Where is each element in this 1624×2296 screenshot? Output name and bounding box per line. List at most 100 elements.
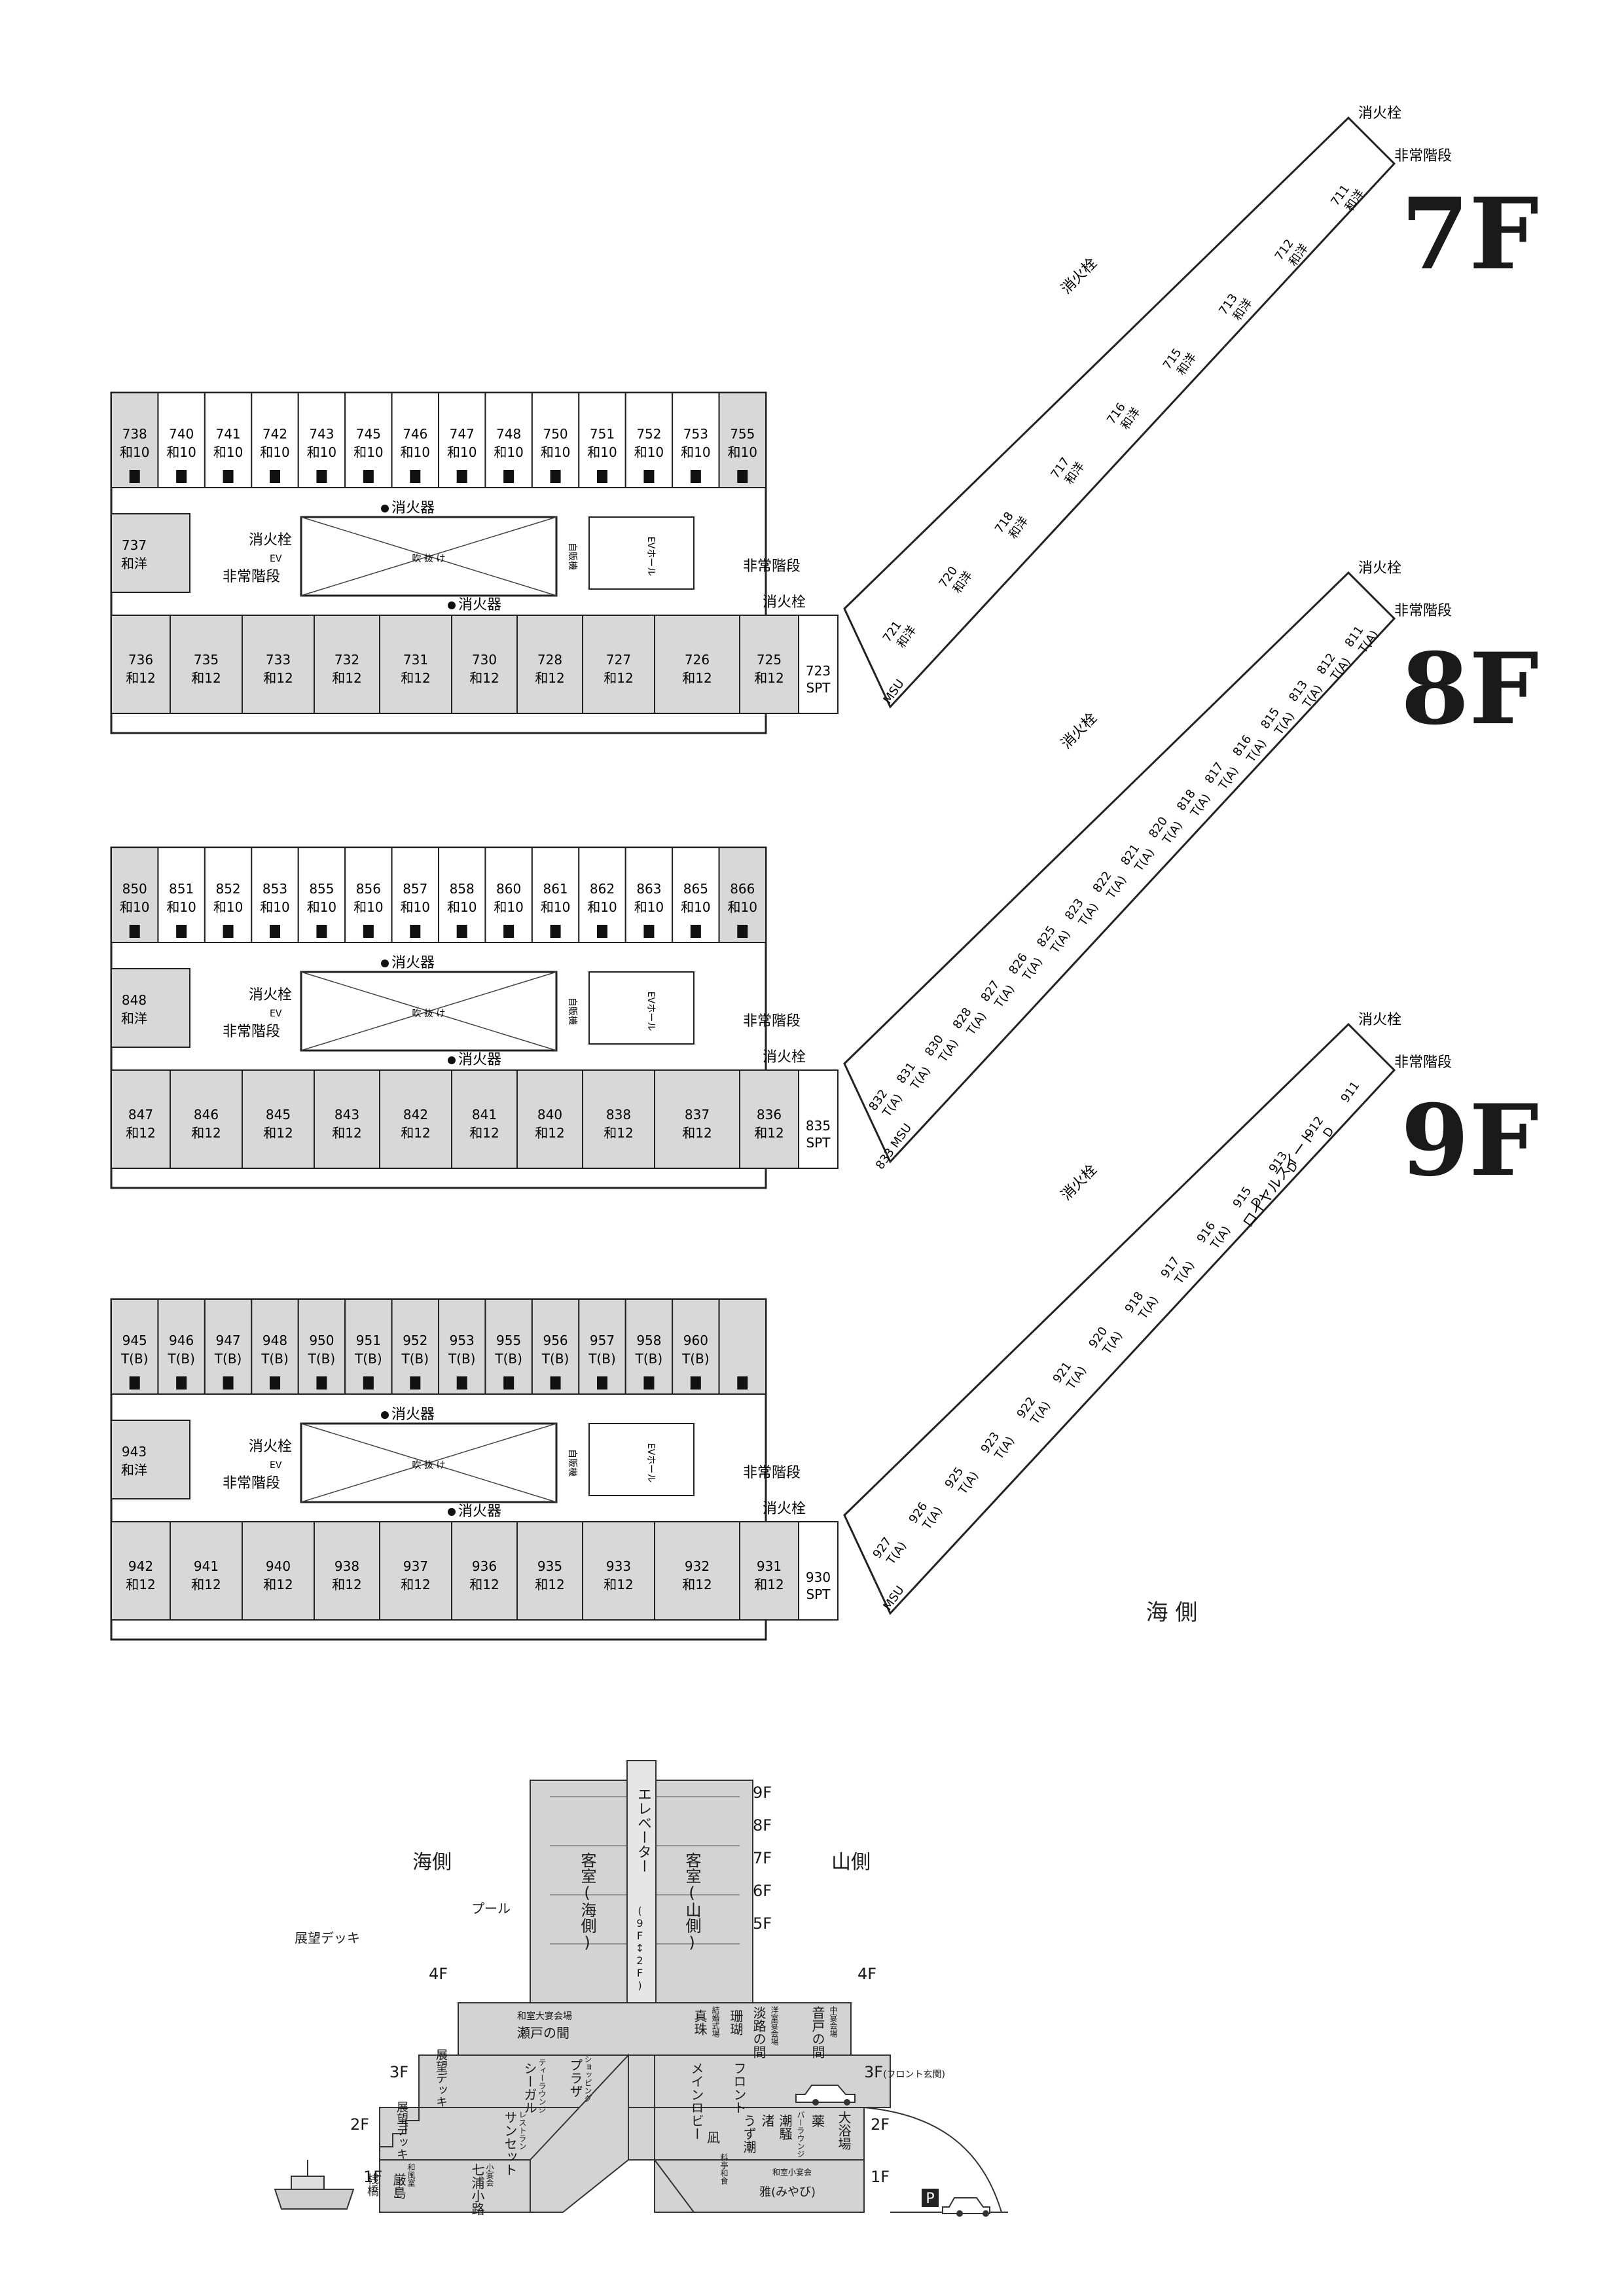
room-type: 和10 [353, 444, 383, 460]
room-number: 726 [685, 652, 710, 668]
room-number: 741 [215, 426, 240, 442]
room-type: 和10 [494, 444, 523, 460]
extinguisher-icon [448, 1056, 456, 1064]
room-type: SPT [806, 1587, 831, 1602]
ev-hall-label: EVホール [645, 1443, 656, 1482]
fire-hydrant-label: 消火栓 [763, 594, 806, 611]
room-cell [516, 1521, 583, 1621]
vending-label: 自販機 [567, 543, 577, 570]
fire-hydrant-label: 消火栓 [1058, 1162, 1100, 1204]
room-type: 和洋 [121, 1011, 147, 1026]
room-type: T(B) [494, 1351, 522, 1367]
room-type: 和12 [191, 1125, 221, 1141]
room-number: 865 [683, 881, 708, 897]
room-cell [739, 1069, 799, 1169]
room-number: 942 [128, 1558, 153, 1574]
room-cell [516, 615, 583, 714]
room-type: 和10 [634, 444, 664, 460]
room-type: 和10 [728, 899, 757, 915]
room-type: 和12 [604, 1125, 633, 1141]
room-door-mark [643, 925, 655, 938]
room-door-mark [129, 1376, 140, 1390]
room-number: 862 [590, 881, 615, 897]
room-cell [242, 615, 315, 714]
room-number: 837 [685, 1107, 710, 1122]
room-door-mark [643, 470, 655, 483]
fire-hydrant-label: 消火栓 [249, 532, 292, 548]
emergency-stairs-label: 非常階段 [743, 1465, 801, 1481]
room-door-mark [456, 470, 467, 483]
room-type: 和10 [307, 899, 336, 915]
ev-hall-block [588, 971, 695, 1045]
room-cell [516, 1069, 583, 1169]
room-number: 841 [472, 1107, 497, 1122]
room-door-mark [176, 1376, 187, 1390]
room-type: 和10 [260, 444, 289, 460]
floor-plan-9f: 945T(B)946T(B)947T(B)948T(B)950T(B)951T(… [110, 1012, 1452, 1641]
wing-outline [843, 571, 1396, 1164]
room-type: T(B) [541, 1351, 569, 1367]
room-type: T(B) [120, 1351, 149, 1367]
room-type: T(B) [681, 1351, 710, 1367]
room-cell [798, 615, 839, 714]
room-number: 856 [356, 881, 381, 897]
atrium-label: 吹 抜 け [412, 554, 446, 564]
room-door-mark [129, 925, 140, 938]
room-number: 858 [450, 881, 475, 897]
parking-icon: P [926, 2191, 934, 2207]
room-door-mark [737, 470, 748, 483]
room-type: 和10 [213, 899, 243, 915]
room-number: 952 [403, 1333, 427, 1348]
room-number: 957 [590, 1333, 615, 1348]
room-type: 和12 [126, 1577, 155, 1592]
room-type: 和12 [263, 1125, 293, 1141]
room-number: 730 [472, 652, 497, 668]
atrium-label: 吹 抜 け [412, 1460, 446, 1471]
room-number: 747 [450, 426, 475, 442]
extinguisher-label: 消火器 [458, 1503, 501, 1520]
room-number: 847 [128, 1107, 153, 1122]
room-number: 951 [356, 1333, 381, 1348]
room-type: 和洋 [121, 1462, 147, 1478]
floor-label-7f: 7F [1401, 177, 1539, 292]
royal-suite-label: ロイヤルスイート [1240, 1127, 1319, 1230]
room-cell [379, 1069, 452, 1169]
room-cell [582, 1069, 655, 1169]
room-door-mark [597, 1376, 607, 1390]
room-door-mark [410, 1376, 421, 1390]
room-type: T(B) [635, 1351, 663, 1367]
room-door-mark [270, 925, 280, 938]
room-type: 和12 [263, 1577, 293, 1592]
room-number: 748 [496, 426, 521, 442]
vending-label: 自販機 [567, 1449, 577, 1477]
room-number: 751 [590, 426, 615, 442]
room-door-mark [550, 470, 561, 483]
room-type: 和10 [120, 899, 149, 915]
room-number: 935 [537, 1558, 562, 1574]
room-door-mark [316, 925, 327, 938]
room-type: 和12 [535, 1577, 564, 1592]
room-cell [111, 968, 190, 1048]
room-type: 和10 [401, 444, 430, 460]
extinguisher-label: 消火器 [391, 955, 435, 971]
ev-label: EV [270, 1009, 282, 1019]
room-type: 和12 [469, 670, 499, 686]
room-number: 932 [685, 1558, 710, 1574]
room-number: 738 [122, 426, 147, 442]
room-cell [242, 1521, 315, 1621]
room-number: 727 [606, 652, 631, 668]
room-type: 和12 [332, 670, 361, 686]
room-number: 740 [169, 426, 194, 442]
room-type: 和10 [681, 444, 710, 460]
room-number: 948 [262, 1333, 287, 1348]
ev-hall-block [588, 1423, 695, 1496]
room-cell [451, 1069, 518, 1169]
room-type: 和10 [260, 899, 289, 915]
room-cell [798, 1069, 839, 1169]
fire-hydrant-label: 消火栓 [1358, 105, 1401, 122]
room-number: 838 [606, 1107, 631, 1122]
room-door-mark [176, 925, 187, 938]
room-number: 950 [309, 1333, 334, 1348]
room-type: 和10 [353, 899, 383, 915]
room-type: 和10 [728, 444, 757, 460]
